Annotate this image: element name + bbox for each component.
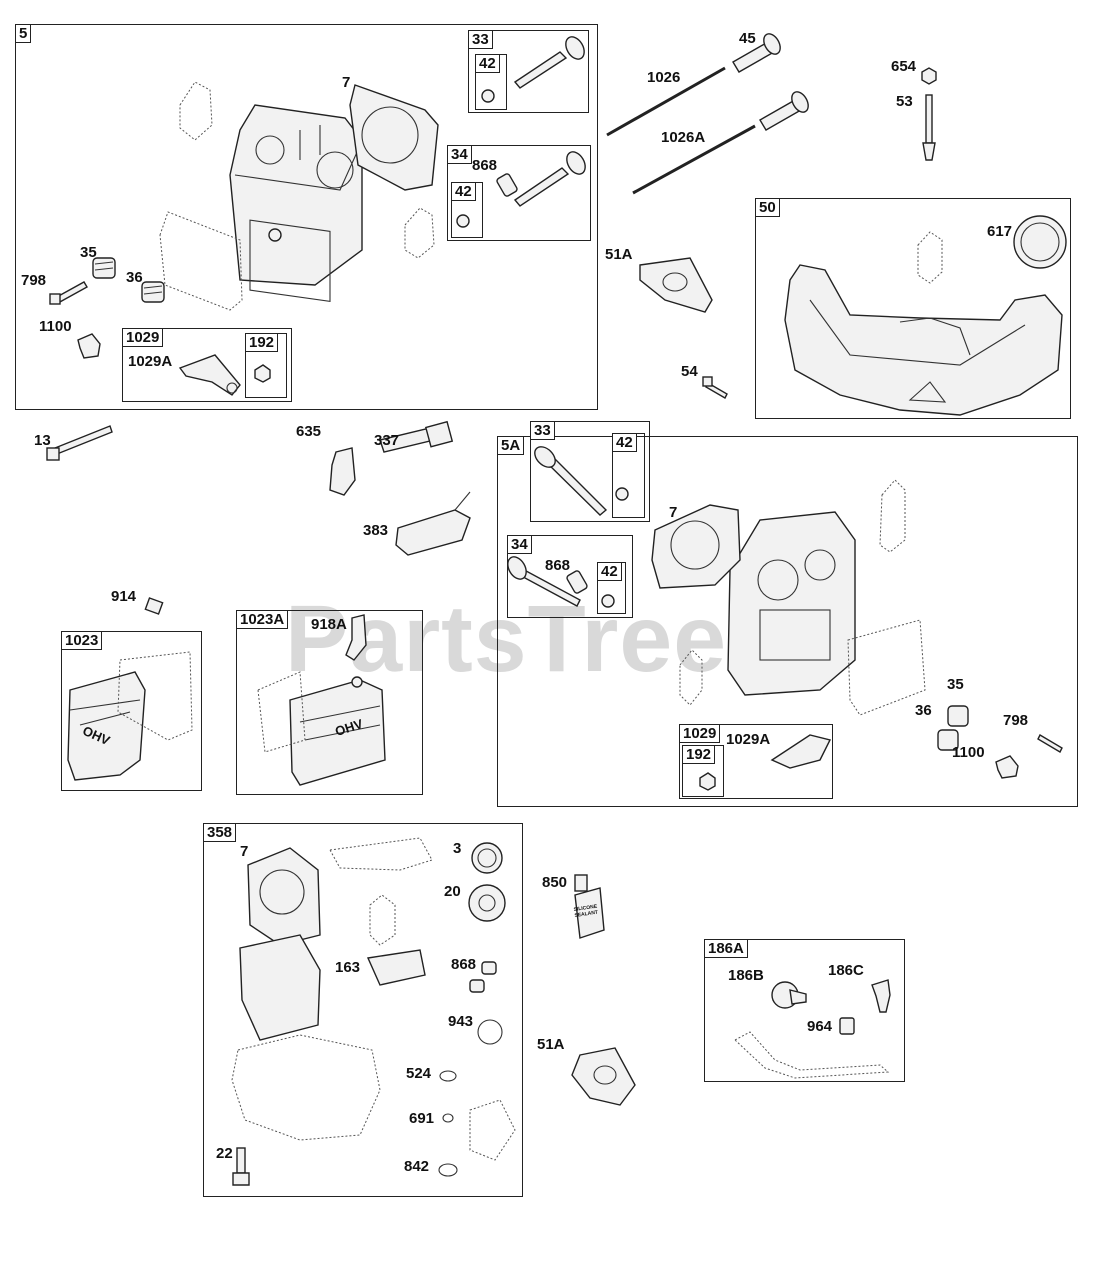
box-1023-label: 1023 — [61, 631, 103, 650]
callout-1026A: 1026A — [661, 129, 706, 146]
box-34-label: 34 — [507, 535, 532, 554]
callout-635: 635 — [296, 423, 322, 440]
head-gasket-drawing — [349, 84, 439, 191]
box-5-label: 5 — [15, 24, 32, 43]
box-42-mid-a: 42 — [612, 433, 645, 518]
callout-35-5A: 35 — [947, 676, 964, 693]
box-33-mid: 33 — [530, 421, 650, 522]
callout-1100-5A: 1100 — [952, 744, 985, 761]
box-33-label: 33 — [530, 421, 555, 440]
callout-617: 617 — [987, 223, 1013, 240]
callout-53: 53 — [896, 93, 913, 110]
callout-1029A: 1029A — [128, 353, 173, 370]
box-1029-mid: 1029 — [679, 724, 833, 799]
callout-868: 868 — [472, 157, 498, 174]
callout-1100: 1100 — [39, 318, 72, 335]
callout-20: 20 — [444, 883, 461, 900]
intake-manifold-drawing — [784, 264, 1063, 416]
box-33-label: 33 — [468, 30, 493, 49]
callout-7: 7 — [342, 74, 351, 91]
callout-22: 22 — [216, 1145, 233, 1162]
box-192-mid: 192 — [682, 745, 724, 797]
box-42-mid-b: 42 — [597, 562, 626, 614]
callout-798-5A: 798 — [1003, 712, 1029, 729]
box-42-label: 42 — [597, 562, 622, 581]
callout-7-5A: 7 — [669, 504, 678, 521]
callout-163: 163 — [335, 959, 361, 976]
box-34-top: 34 — [447, 145, 591, 241]
box-192-top: 192 — [245, 333, 287, 398]
box-42-label: 42 — [475, 54, 500, 73]
box-5A: 5A — [497, 436, 1078, 807]
callout-13: 13 — [34, 432, 51, 449]
callout-186C: 186C — [828, 962, 864, 979]
callout-943: 943 — [448, 1013, 474, 1030]
box-33-top: 33 — [468, 30, 589, 113]
box-1029-label: 1029 — [122, 328, 164, 347]
callout-868-358: 868 — [451, 956, 477, 973]
box-358-label: 358 — [203, 823, 237, 842]
box-50-label: 50 — [755, 198, 780, 217]
box-5: 5 — [15, 24, 598, 410]
box-1023A-label: 1023A — [236, 610, 289, 629]
callout-337: 337 — [374, 432, 400, 449]
callout-383: 383 — [363, 522, 389, 539]
box-192-label: 192 — [245, 333, 279, 352]
box-34-label: 34 — [447, 145, 472, 164]
box-42-top-a: 42 — [475, 54, 507, 110]
box-42-label: 42 — [612, 433, 637, 452]
callout-1029A-5A: 1029A — [726, 731, 771, 748]
callout-3: 3 — [453, 840, 462, 857]
callout-35: 35 — [80, 244, 97, 261]
callout-186B: 186B — [728, 967, 764, 984]
box-1023A: 1023A — [236, 610, 423, 795]
box-186A-label: 186A — [704, 939, 748, 958]
box-1029-label: 1029 — [679, 724, 721, 743]
callout-842: 842 — [404, 1158, 430, 1175]
callout-36: 36 — [126, 269, 143, 286]
callout-918A: 918A — [311, 616, 347, 633]
box-5A-label: 5A — [497, 436, 525, 455]
callout-51A: 51A — [605, 246, 633, 263]
box-192-label: 192 — [682, 745, 716, 764]
cylinder-head-drawing — [229, 104, 363, 303]
callout-914: 914 — [111, 588, 137, 605]
box-34-mid: 34 — [507, 535, 633, 618]
callout-54: 54 — [681, 363, 698, 380]
callout-850: 850 — [542, 874, 568, 891]
box-50: 50 — [755, 198, 1071, 419]
callout-51A-lower: 51A — [537, 1036, 565, 1053]
callout-7-358: 7 — [240, 843, 249, 860]
callout-691: 691 — [409, 1110, 435, 1127]
callout-798: 798 — [21, 272, 47, 289]
callout-524: 524 — [406, 1065, 432, 1082]
callout-36-5A: 36 — [915, 702, 932, 719]
callout-1026: 1026 — [647, 69, 681, 86]
box-42-top-b: 42 — [451, 182, 483, 238]
callout-45: 45 — [739, 30, 756, 47]
callout-964: 964 — [807, 1018, 833, 1035]
box-358: 358 — [203, 823, 523, 1197]
box-1029-top: 1029 — [122, 328, 292, 402]
box-42-label: 42 — [451, 182, 476, 201]
box-1023: 1023 — [61, 631, 202, 791]
box-186A: 186A — [704, 939, 905, 1082]
callout-654: 654 — [891, 58, 917, 75]
callout-868-5A: 868 — [545, 557, 571, 574]
